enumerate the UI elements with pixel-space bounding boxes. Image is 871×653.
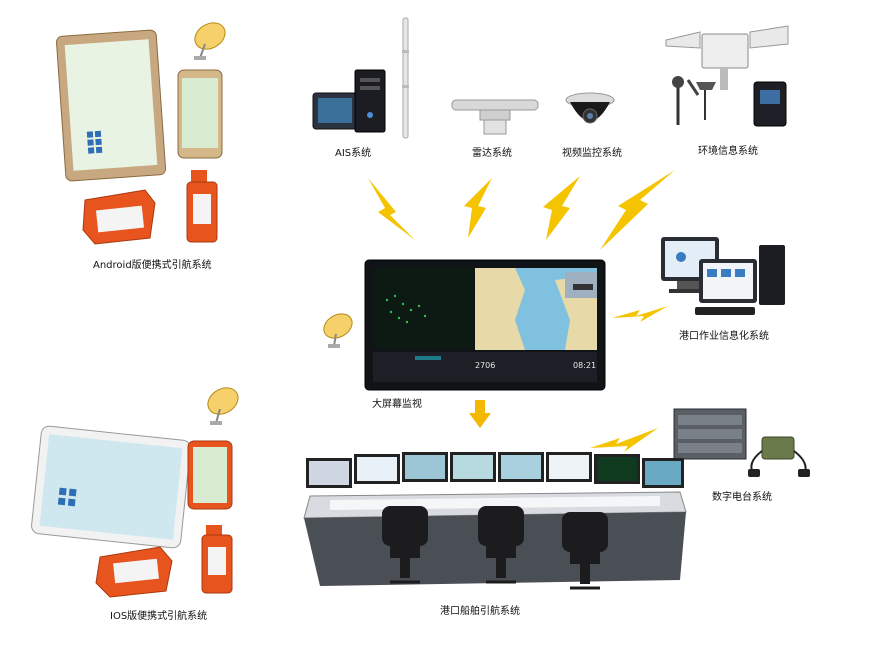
video-wall-display: 2706 08:21	[364, 259, 606, 391]
radio-system-label: 数字电台系统	[712, 492, 772, 503]
satellite-dish-icon	[207, 387, 239, 425]
satellite-dish-small	[323, 313, 353, 348]
radar-antenna-illustration	[451, 99, 539, 135]
screen-time-readout: 08:21	[573, 361, 596, 370]
lightning-bolt-icon	[543, 176, 580, 240]
ais-system-label: AIS系统	[335, 148, 372, 159]
radar-system-node: 雷达系统	[448, 95, 543, 160]
bigscreen-node: 2706 08:21 大屏幕监视	[320, 255, 610, 410]
ais-device-illustration	[312, 17, 409, 139]
control-console-illustration	[303, 452, 687, 590]
radar-system-label: 雷达系统	[472, 148, 512, 159]
video-system-label: 视频监控系统	[562, 148, 622, 159]
android-system-label: Android版便携式引航系统	[93, 260, 212, 271]
android-system-node: Android版便携式引航系统	[55, 8, 255, 278]
android-devices-illustration	[56, 22, 226, 245]
env-system-label: 环境信息系统	[698, 146, 758, 157]
lightning-bolt-icon	[464, 178, 492, 238]
weather-station-illustration	[665, 25, 789, 127]
port-it-system-node: 港口作业信息化系统	[655, 235, 795, 345]
ais-system-node: AIS系统	[305, 10, 430, 160]
ios-devices-illustration	[31, 387, 239, 598]
env-system-node: 环境信息系统	[660, 20, 800, 160]
ios-system-label: IOS版便携式引航系统	[110, 611, 208, 622]
ios-system-node: IOS版便携式引航系统	[30, 385, 250, 630]
port-it-system-label: 港口作业信息化系统	[679, 331, 769, 342]
pilot-system-node: 港口船舶引航系统	[300, 440, 690, 620]
dome-camera-illustration	[565, 92, 615, 124]
radio-system-node: 数字电台系统	[670, 405, 820, 505]
lightning-bolt-icon	[368, 178, 415, 240]
screen-speed-readout: 2706	[475, 361, 495, 370]
radio-rack-illustration	[673, 408, 810, 477]
bigscreen-label: 大屏幕监视	[372, 399, 422, 410]
satellite-dish-icon	[194, 22, 226, 60]
video-system-node: 视频监控系统	[558, 90, 638, 160]
pilot-system-label: 港口船舶引航系统	[440, 606, 520, 617]
workstation-illustration	[661, 237, 785, 315]
